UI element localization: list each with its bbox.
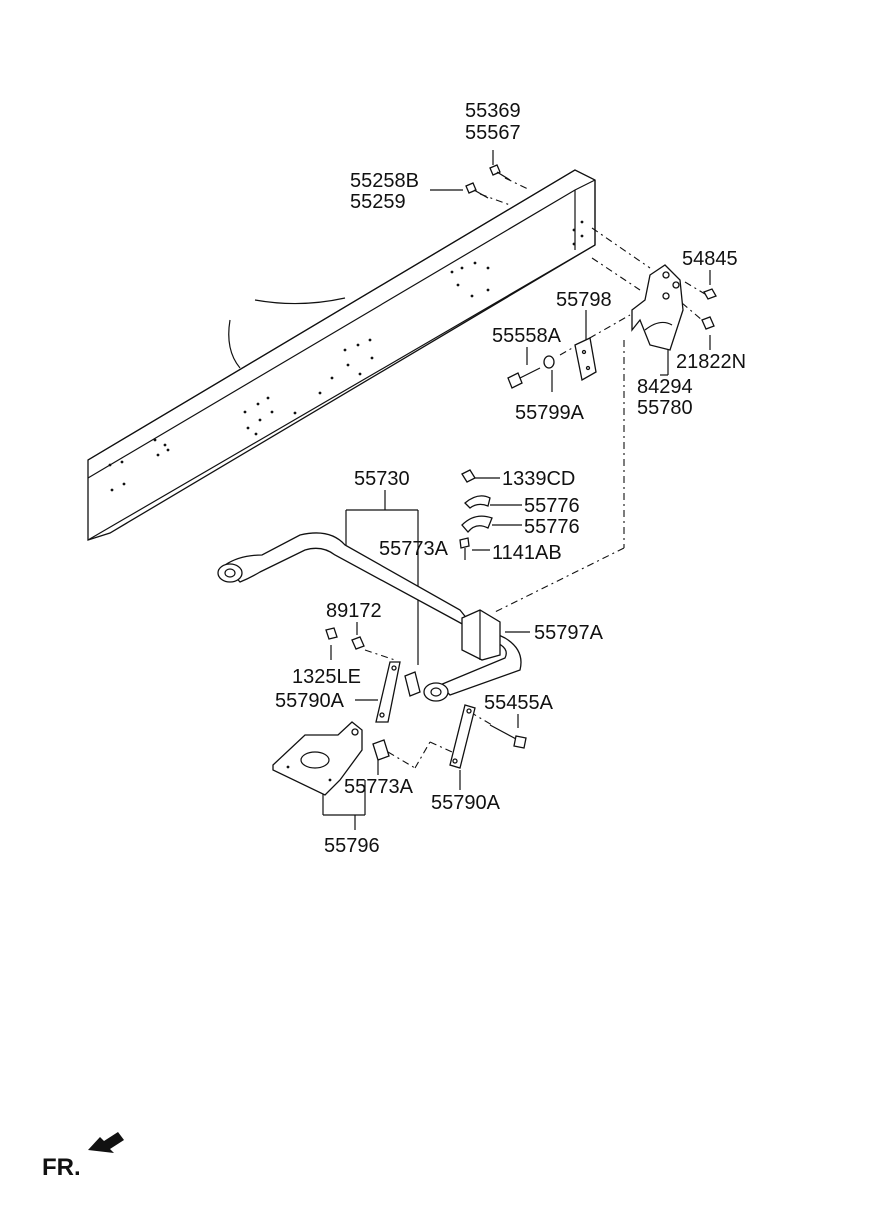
bolt-55258B [465,182,489,199]
bolt-55369 [489,164,511,181]
clamp-55776-lower [461,515,493,534]
frame-rail [87,169,596,541]
nut-1339CD [461,469,476,483]
hanger-bracket [631,264,684,351]
label-55558A: 55558A [492,325,562,347]
label-55259: 55259 [350,191,406,213]
label-54845: 54845 [682,248,738,270]
label-55730: 55730 [354,468,410,490]
washer-55799A [543,355,555,369]
label-55776-lower: 55776 [524,516,580,538]
nut-1325LE [325,627,338,640]
label-55799A: 55799A [515,402,585,424]
label-55258B: 55258B [350,170,419,192]
bushing-55773A-bottom [372,739,390,761]
bolt-55558A [507,367,541,389]
clamp-55776-upper [464,495,491,509]
bushing-55797A [461,609,501,661]
label-1141AB: 1141AB [492,542,562,564]
label-55773A-top: 55773A [379,538,449,560]
link-55790A-right [449,704,476,769]
bolt-1141AB [459,537,470,560]
front-direction-arrow-icon [88,1132,124,1153]
nut-21822N [701,316,715,330]
front-direction-indicator: FR. [42,1132,124,1181]
label-55798: 55798 [556,289,612,311]
label-21822N: 21822N [676,351,746,373]
label-84294: 84294 [637,376,693,398]
bolt-55455A [489,724,527,749]
label-55796: 55796 [324,835,380,857]
label-55567: 55567 [465,122,521,144]
label-55780: 55780 [637,397,693,419]
label-55455A: 55455A [484,692,554,714]
bracket-55796 [272,721,363,796]
label-55369: 55369 [465,100,521,122]
rail-holes [108,220,584,492]
bushing-55773A-top [404,671,421,697]
label-1339CD: 1339CD [502,468,575,490]
label-55773A-bottom: 55773A [344,776,414,798]
nut-89172 [351,636,365,650]
label-89172: 89172 [326,600,382,622]
label-55797A: 55797A [534,622,604,644]
link-55790A-left [375,661,401,723]
label-55790A-right: 55790A [431,792,501,814]
label-55790A-left: 55790A [275,690,345,712]
stabilizer-bar [217,532,522,702]
label-55776-upper: 55776 [524,495,580,517]
part-labels: 55369 55567 55258B 55259 54845 55798 555… [275,100,746,857]
nut-54845 [703,288,717,300]
plate-55798 [574,337,597,382]
front-label: FR. [42,1154,81,1181]
label-1325LE: 1325LE [292,666,361,688]
